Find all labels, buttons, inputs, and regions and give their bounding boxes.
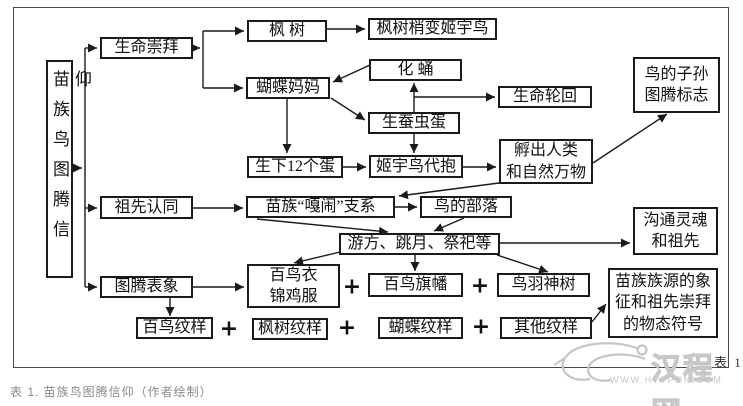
node-bird-descendants: 鸟的子孙 图腾标志 [633,57,720,113]
node-maple-to-bird: 枫树梢变姬宇鸟 [368,18,497,40]
node-totem-representation: 图腾表象 [100,276,193,298]
node-communicate-spirits: 沟通灵魂 和祖先 [633,207,718,255]
table-number-label: 表 1 [714,355,743,370]
node-origin-symbol: 苗族族源的象 征和祖先崇拜 的物态符号 [608,268,718,338]
node-bird-clothes: 百鸟衣 锦鸡服 [247,264,340,308]
plus-sign: + [337,315,357,341]
plus-sign: + [471,314,491,340]
node-bird-banner: 百鸟旗幡 [368,273,463,297]
node-maple-tree: 枫 树 [247,20,327,42]
node-jiyu-hatch: 姬宇鸟代抱 [369,155,463,178]
diagram-frame [13,7,729,368]
watermark-url-text: WWW.HTTPCN.COM [610,375,723,385]
node-life-worship: 生命崇拜 [100,37,193,59]
node-silkworm-eggs: 生蚕虫蛋 [368,112,460,134]
plus-sign: + [219,316,239,342]
node-other-pattern: 其他纹样 [500,317,592,339]
plus-sign: + [342,274,362,300]
node-pupate: 化 蛹 [369,59,462,81]
node-ancestor-identity: 祖先认同 [100,196,193,219]
node-bird-pattern: 百鸟纹样 [136,317,213,339]
watermark-brand-text: 汉程网 [651,353,715,406]
node-ganao-branch: 苗族“嘎闹”支系 [246,196,395,218]
node-butterfly-mother: 蝴蝶妈妈 [246,77,330,99]
node-feather-tree: 鸟羽神树 [497,273,590,297]
node-root-title: 苗族鸟图腾信仰 [46,60,91,278]
plus-sign: + [470,273,490,299]
node-hatch-all: 孵出人类 和自然万物 [499,139,593,184]
figure-caption: 表 1. 苗族鸟图腾信仰（作者绘制） [10,385,213,399]
node-twelve-eggs: 生下12个蛋 [247,156,343,178]
node-bird-tribe: 鸟的部落 [420,196,512,218]
node-rituals: 游方、跳月、祭祀等 [339,233,500,255]
watermark-logo-icon [553,342,648,382]
node-maple-pattern: 枫树纹样 [252,318,328,340]
node-life-cycle: 生命轮回 [498,86,592,108]
node-butterfly-pattern: 蝴蝶纹样 [378,317,463,339]
